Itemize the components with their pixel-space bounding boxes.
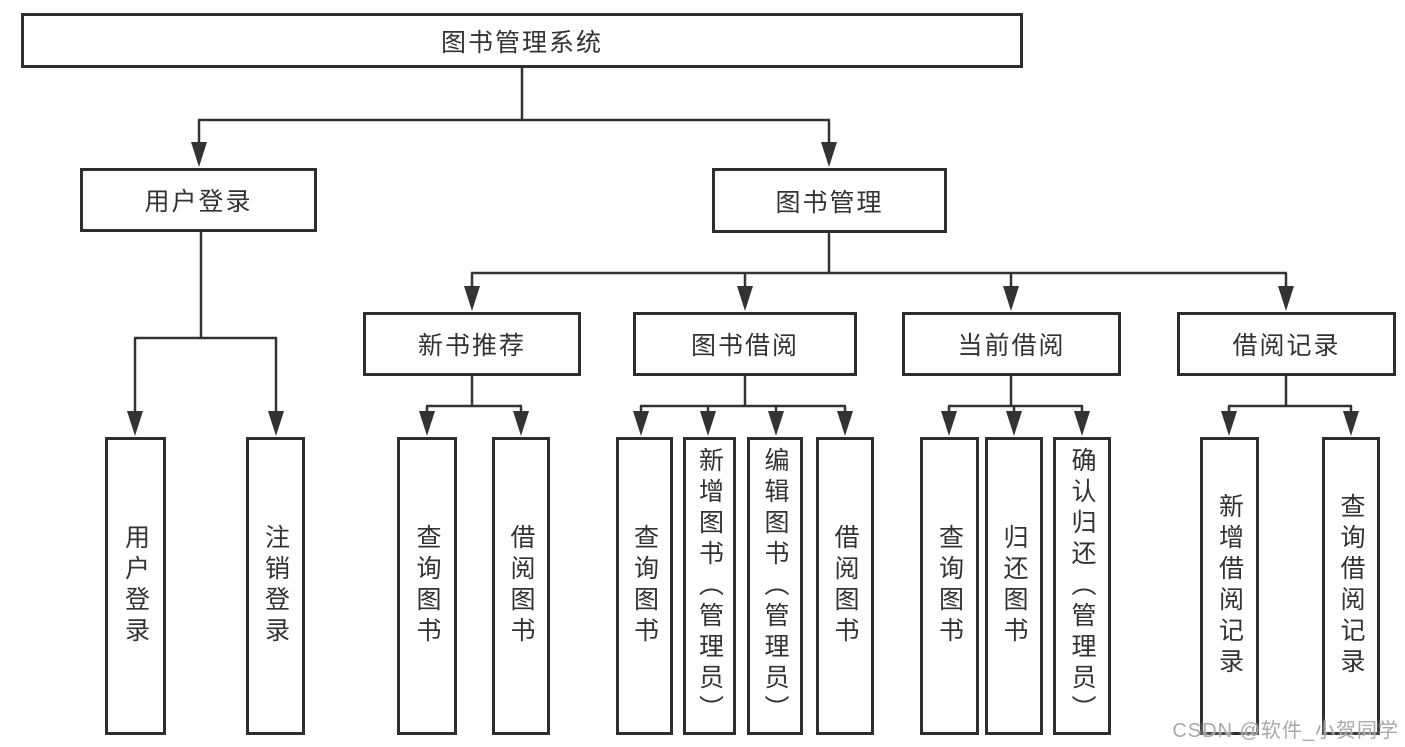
node-leaf-logout: 注销登录 xyxy=(246,437,305,735)
node-add-book-admin: 新增图书（管理员） xyxy=(683,437,736,735)
arrowheads xyxy=(127,142,1359,436)
node-confirm-return-admin: 确认归还（管理员） xyxy=(1053,437,1111,735)
node-edit-book-admin: 编辑图书（管理员） xyxy=(747,437,803,735)
node-add-borrow-record: 新增借阅记录 xyxy=(1200,437,1259,735)
node-borrow-books-borrowing: 借阅图书 xyxy=(816,437,874,735)
node-user-login: 用户登录 xyxy=(80,168,317,232)
node-return-books: 归还图书 xyxy=(985,437,1043,735)
node-new-book-recommend: 新书推荐 xyxy=(363,312,581,376)
node-current-borrowing: 当前借阅 xyxy=(902,312,1121,376)
node-query-books-borrowing: 查询图书 xyxy=(616,437,673,735)
node-book-management: 图书管理 xyxy=(712,168,947,233)
node-borrow-books-recommend: 借阅图书 xyxy=(492,437,550,735)
node-system-root: 图书管理系统 xyxy=(21,13,1023,68)
csdn-watermark: CSDN @软件_小贺同学 xyxy=(1172,720,1399,742)
node-query-books-recommend: 查询图书 xyxy=(397,437,457,735)
node-query-books-current: 查询图书 xyxy=(920,437,979,735)
node-book-borrowing: 图书借阅 xyxy=(633,312,857,376)
node-leaf-user-login: 用户登录 xyxy=(105,437,166,735)
node-query-borrow-record: 查询借阅记录 xyxy=(1322,437,1380,735)
node-borrowing-records: 借阅记录 xyxy=(1177,312,1396,376)
